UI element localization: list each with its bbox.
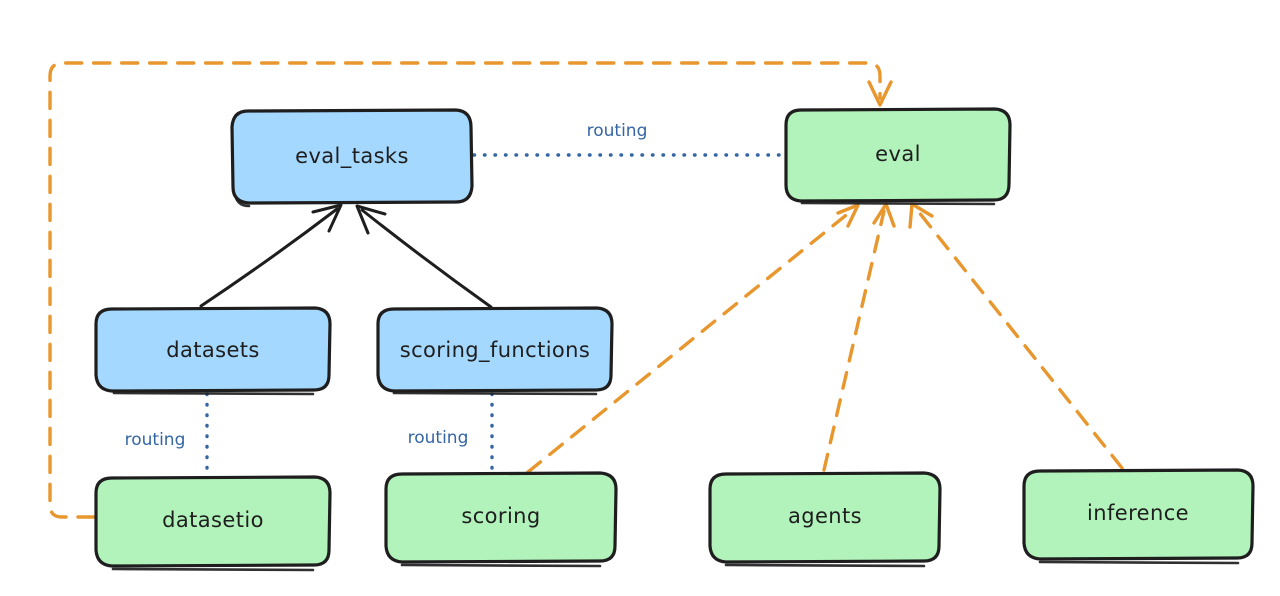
routing-edges-group [205,153,786,477]
edge-datasetio-to-eval-arrowhead [867,80,893,107]
node-eval-shadow [800,201,996,206]
dependency-edges-group [48,61,1124,519]
edge-scoring_functions-to-eval_tasks-path [360,208,493,309]
node-scoring_functions[interactable]: scoring_functions [376,306,614,396]
node-eval_tasks[interactable]: eval_tasks [230,108,474,208]
node-scoring_functions-label: scoring_functions [400,338,590,363]
edge-scoring-to-eval [526,203,860,474]
node-scoring-box [384,471,618,564]
node-datasetio[interactable]: datasetio [94,475,332,572]
node-inference-label: inference [1087,501,1189,525]
edge-datasets-to-eval_tasks-arrowhead [311,203,343,233]
node-scoring_functions-shadow [392,391,598,396]
edge-label-routing-top: routing [587,121,648,141]
edge-datasets-to-eval_tasks-path [199,207,339,308]
node-eval_tasks-box [230,108,474,205]
edge-inference-to-eval [908,202,1124,470]
node-agents-label: agents [788,504,862,528]
node-datasets-label: datasets [166,338,260,362]
node-eval-label: eval [875,142,921,166]
edge-scoring-to-eval-path [526,210,852,474]
edge-datasets-to-eval_tasks [199,203,343,308]
node-agents-box [708,471,942,564]
node-scoring_functions-box [376,306,614,393]
node-datasets-shadow [112,391,315,396]
edge-datasetio-to-eval-path [48,61,882,519]
edge-agents-to-eval-path [822,209,886,472]
node-scoring[interactable]: scoring [384,471,618,568]
node-datasetio-shadow [111,567,315,572]
node-inference-box [1022,468,1255,561]
api-dependency-edges-group [199,203,493,309]
edge-label-routing-middle: routing [408,428,469,448]
node-datasets[interactable]: datasets [94,306,332,396]
node-datasetio-label: datasetio [162,508,264,532]
edge-datasetio-to-eval [48,61,893,519]
edge-scoring_functions-to-eval_tasks [355,204,493,309]
node-scoring-shadow [400,563,602,568]
edge-label-routing-left: routing [125,430,186,450]
node-datasets-box [94,306,332,393]
edge-inference-to-eval-path [916,209,1124,470]
node-inference-shadow [1038,560,1240,565]
node-agents-shadow [724,563,926,568]
edge-labels-group: routing routing routing [125,121,648,450]
edge-agents-to-eval [822,202,896,472]
edge-scoring_functions-to-eval_tasks-arrowhead [355,204,387,235]
node-eval_tasks-label: eval_tasks [295,144,409,169]
node-inference[interactable]: inference [1022,468,1255,565]
node-agents[interactable]: agents [708,471,942,568]
edge-scoring-to-eval-arrowhead [836,203,860,228]
node-datasetio-box [94,475,332,568]
node-eval-box [784,107,1012,203]
node-eval[interactable]: eval [784,107,1012,206]
node-scoring-label: scoring [461,504,540,528]
